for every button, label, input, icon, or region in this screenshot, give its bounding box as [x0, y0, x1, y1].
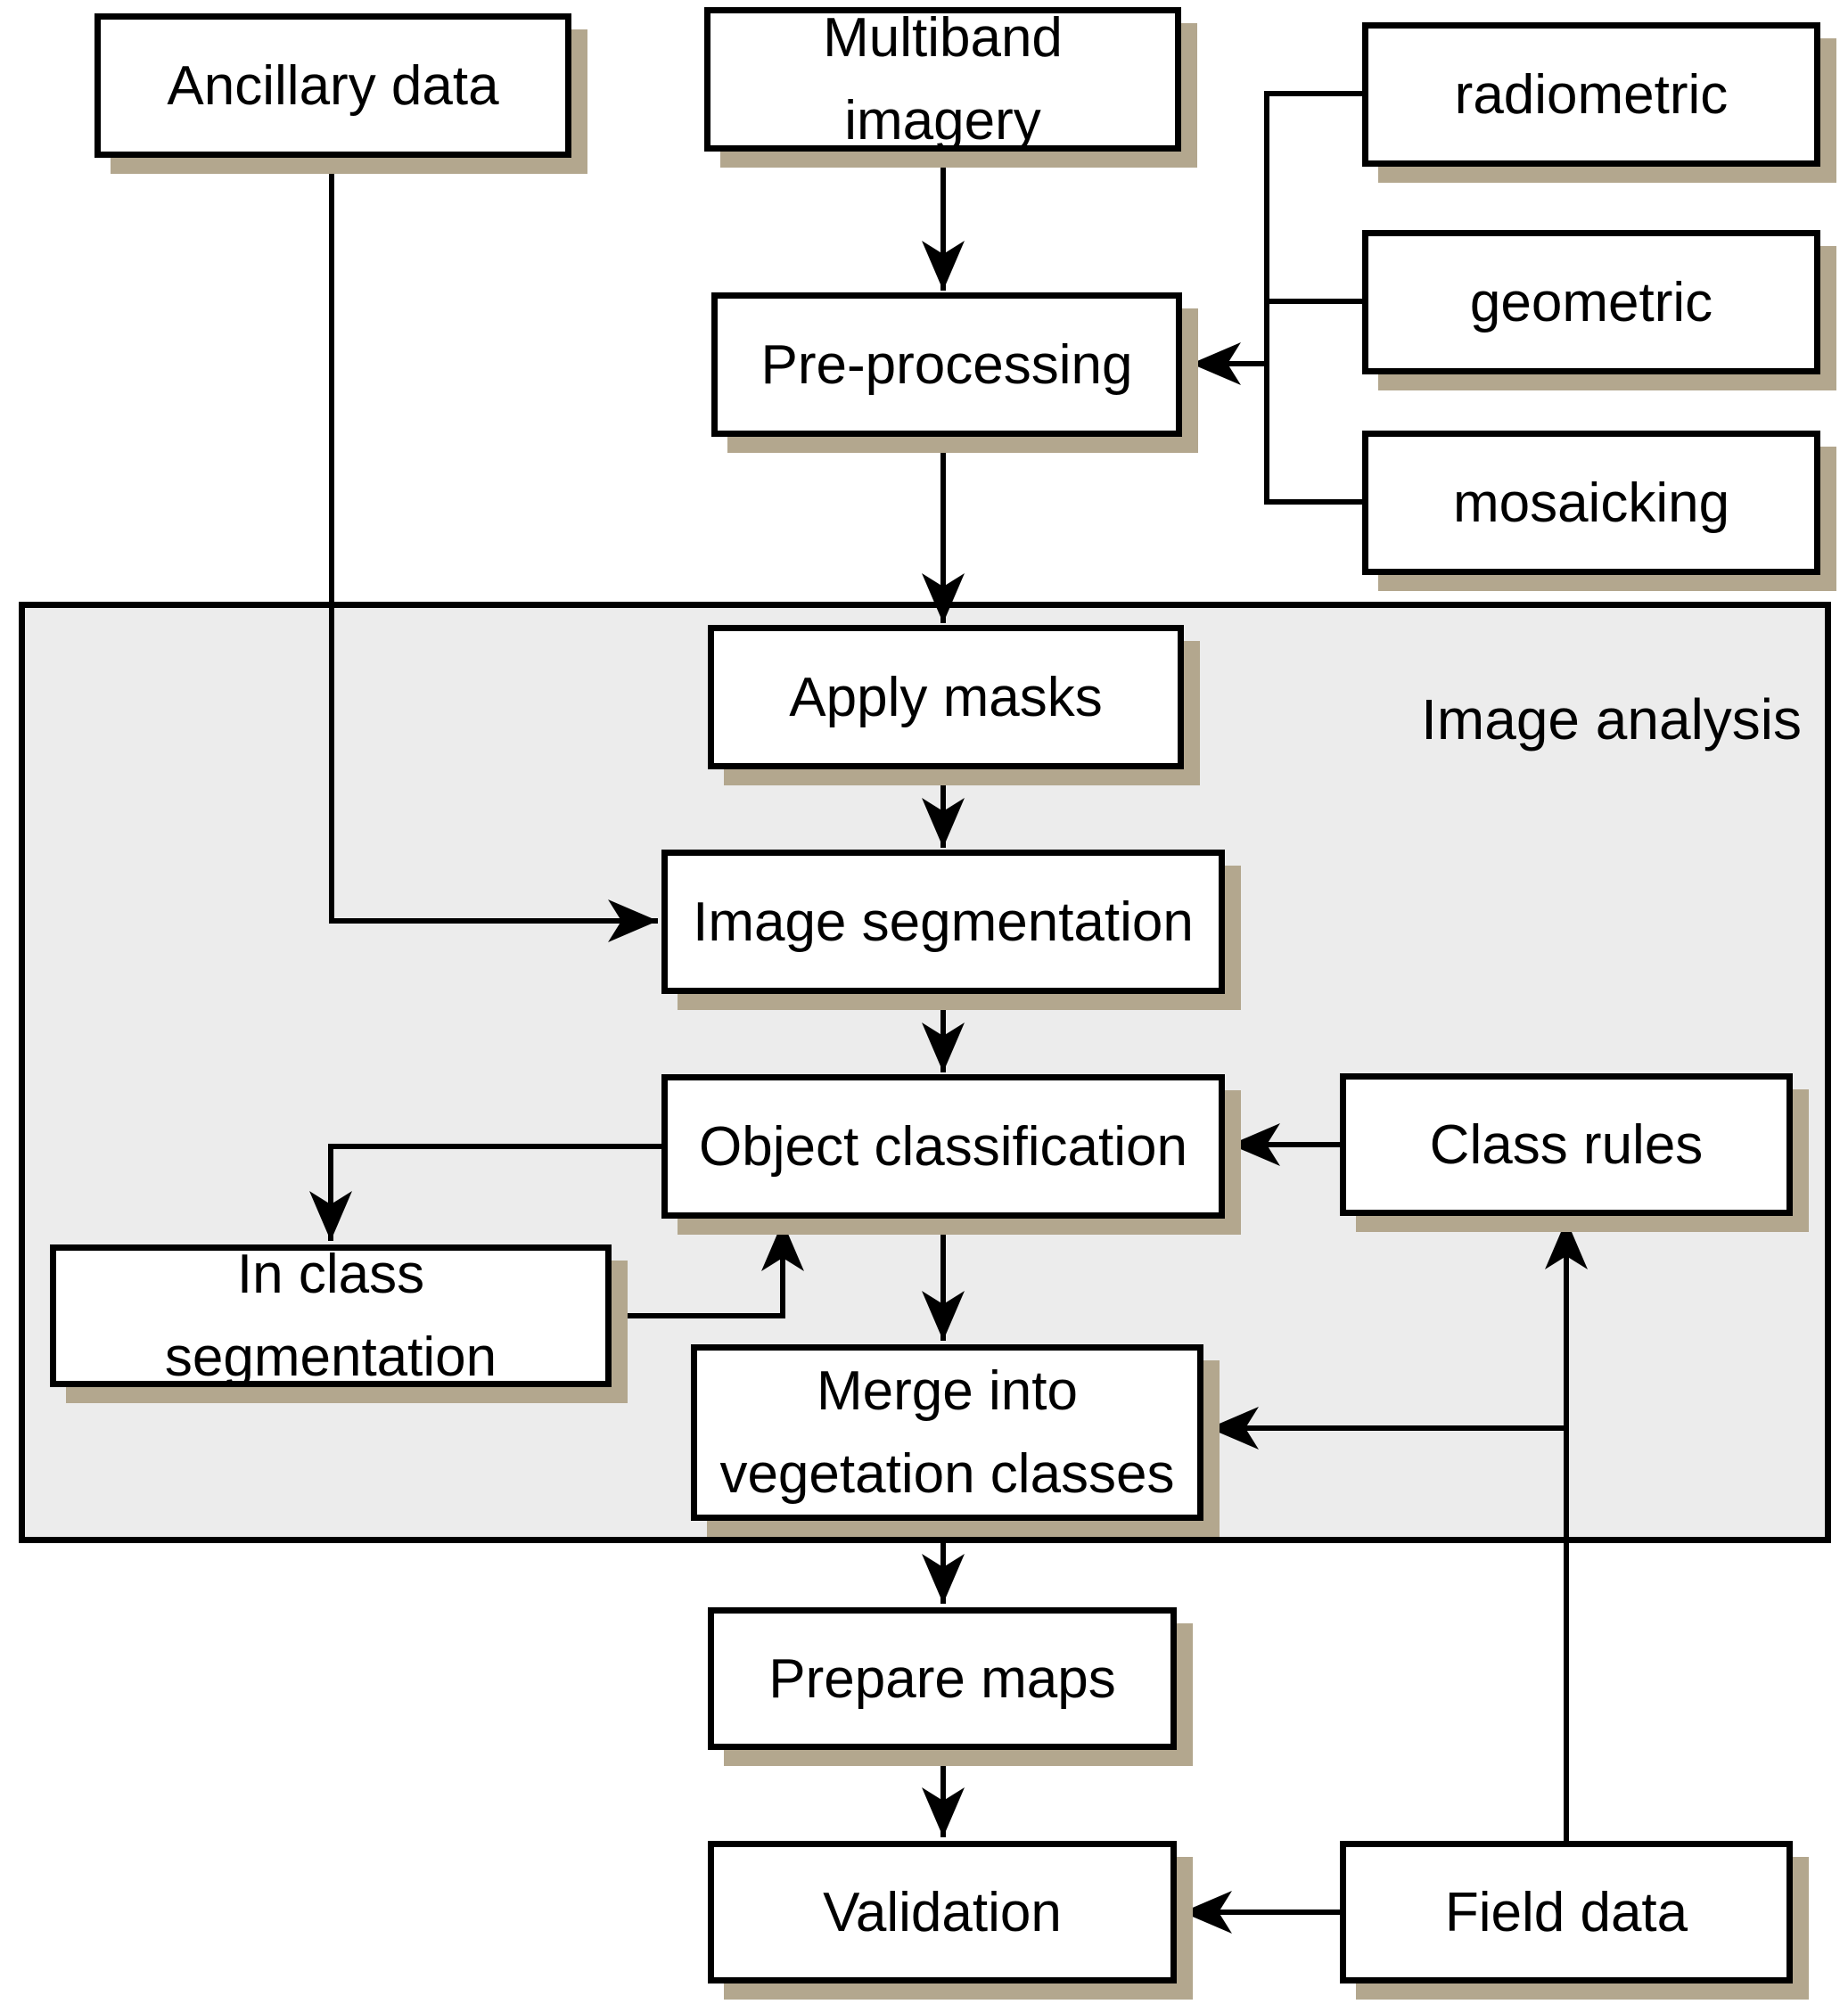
- connector-classification-to-inclass: [309, 1144, 661, 1241]
- image-analysis-label: Image analysis: [1421, 687, 1802, 752]
- connector-ancillary-to-segmentation: [329, 158, 658, 942]
- connector-inclass-to-classification: [612, 1221, 804, 1318]
- connector-corrections-trunk: [1264, 91, 1362, 505]
- connector-group: [309, 91, 1588, 1934]
